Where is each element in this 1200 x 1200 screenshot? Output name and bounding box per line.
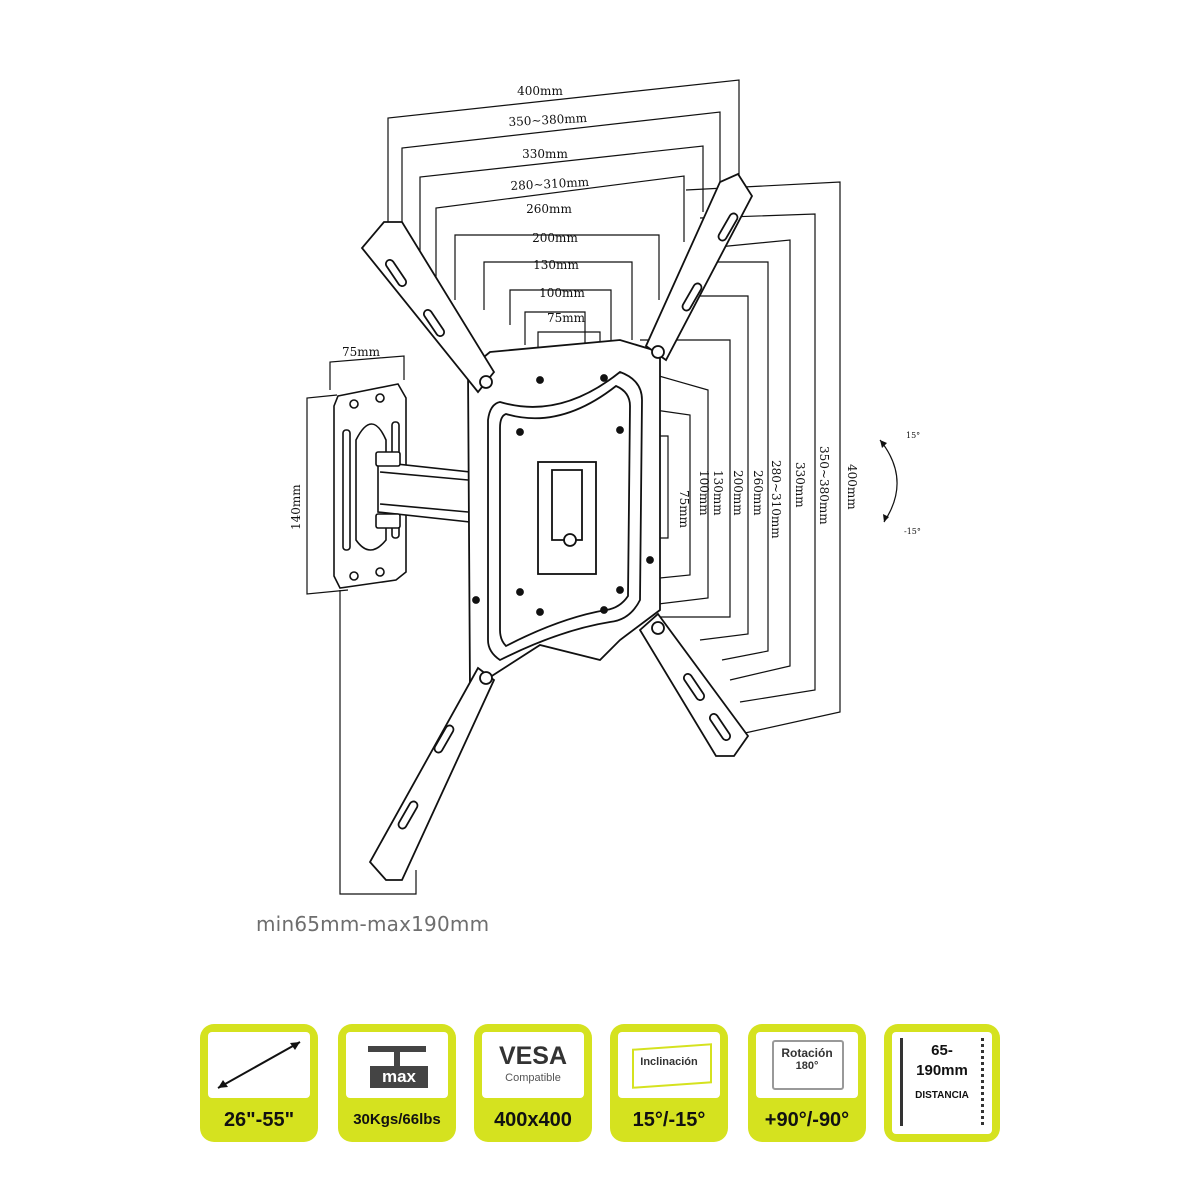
distance-min-label: 65-: [931, 1042, 953, 1059]
tilt-badge: Inclinación 15°/-15°: [610, 1024, 728, 1142]
dim-top-7: 130mm: [533, 258, 579, 272]
wall-plate-height-label: 140mm: [289, 484, 303, 530]
dim-top-3: 330mm: [522, 147, 568, 161]
dim-right-6: 280~310mm: [769, 460, 783, 539]
dim-right-9: 400mm: [845, 464, 859, 510]
screen-size-badge: 26"-55": [200, 1024, 318, 1142]
screen-size-value: 26"-55": [223, 1109, 295, 1131]
max-load-value: 30Kgs/66lbs: [353, 1111, 441, 1128]
tilt-down-label: -15°: [904, 527, 921, 536]
dim-right-8: 350~380mm: [817, 446, 831, 525]
tilt-arrow-icon: [879, 439, 898, 523]
dim-top-9: 75mm: [547, 311, 586, 325]
vesa-panel: VESA Compatible: [482, 1032, 584, 1098]
dim-top-4: 280~310mm: [510, 175, 590, 193]
dim-top-2: 350~380mm: [508, 111, 588, 129]
dim-right-1: 75mm: [677, 490, 691, 529]
screen-size-panel: [208, 1032, 310, 1098]
vesa-value: 400x400: [494, 1109, 572, 1131]
diagonal-arrow-icon: [217, 1041, 301, 1089]
dim-right-4: 200mm: [731, 470, 745, 516]
max-load-badge: max 30Kgs/66lbs: [338, 1024, 456, 1142]
max-load-panel: max: [346, 1032, 448, 1098]
rotation-value: +90°/-90°: [764, 1109, 850, 1131]
mount-diagram: 400mm 350~380mm 330mm 280~310mm 260mm 20…: [289, 79, 921, 895]
tilt-panel: Inclinación: [618, 1032, 720, 1098]
vesa-badge: VESA Compatible 400x400: [474, 1024, 592, 1142]
distance-badge: 65- 190mm DISTANCIA: [884, 1024, 1000, 1142]
rotation-label: Rotación: [781, 1046, 833, 1060]
distance-label: DISTANCIA: [915, 1090, 969, 1101]
rotation-panel: Rotación 180°: [756, 1032, 858, 1098]
rotation-badge: Rotación 180° +90°/-90°: [748, 1024, 866, 1142]
dim-right-5: 260mm: [751, 470, 765, 516]
distance-range-caption: min65mm-max190mm: [256, 912, 490, 936]
dim-top-8: 100mm: [539, 286, 585, 300]
tilt-up-label: 15°: [906, 431, 920, 440]
rotation-screen-icon: [772, 1040, 844, 1090]
dim-top-1: 400mm: [517, 84, 563, 98]
vesa-compatible-label: Compatible: [505, 1072, 561, 1084]
rotation-degrees-label: 180°: [795, 1060, 819, 1072]
dim-right-7: 330mm: [793, 462, 807, 508]
wall-left-icon: [900, 1038, 903, 1126]
dim-right-3: 130mm: [711, 470, 725, 516]
tilt-label: Inclinación: [640, 1056, 698, 1068]
wall-right-icon: [981, 1038, 984, 1126]
dim-right-2: 100mm: [697, 470, 711, 516]
vesa-label: VESA: [498, 1042, 568, 1070]
distance-panel: 65- 190mm DISTANCIA: [892, 1032, 992, 1134]
tilt-value: 15°/-15°: [632, 1109, 706, 1131]
distance-max-label: 190mm: [916, 1062, 968, 1079]
dim-top-5: 260mm: [526, 202, 572, 216]
weight-icon: [368, 1046, 426, 1052]
max-label: max: [370, 1066, 428, 1088]
dim-top-6: 200mm: [532, 231, 578, 245]
wall-plate-width-label: 75mm: [342, 345, 381, 359]
